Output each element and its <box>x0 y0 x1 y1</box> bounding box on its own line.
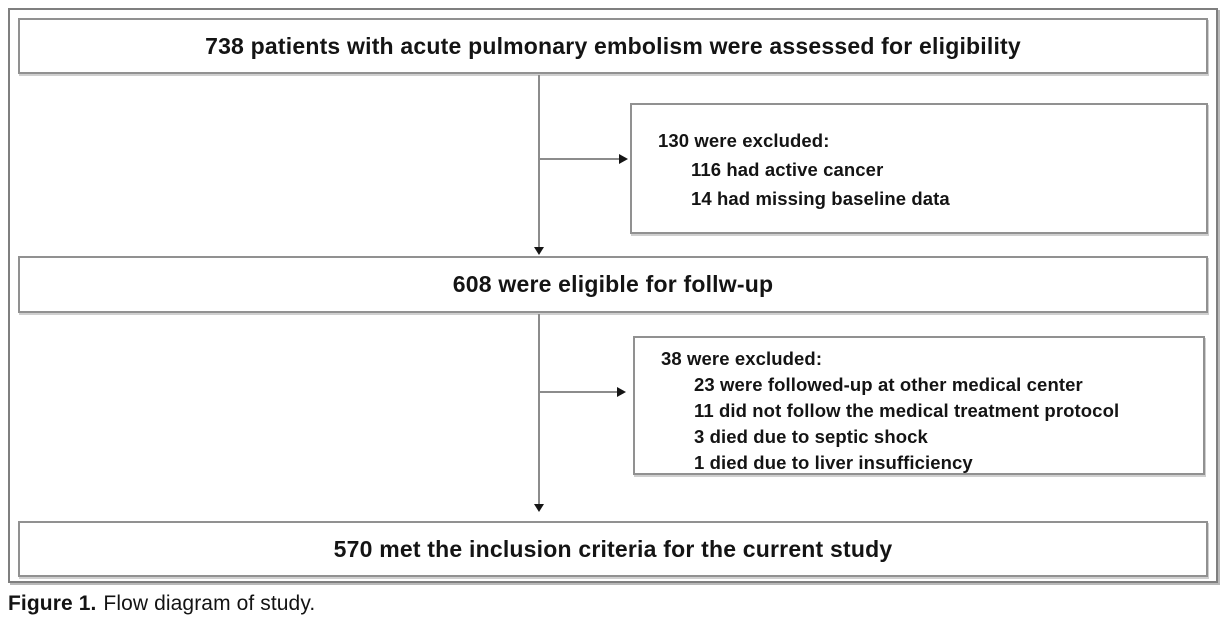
exclusion-title: 38 were excluded: <box>661 348 823 369</box>
exclusion-item: 11 did not follow the medical treatment … <box>694 400 1120 421</box>
connector-down-2 <box>538 314 540 505</box>
connector-down-1 <box>538 75 540 248</box>
node-eligible: 608 were eligible for follw-up <box>18 256 1208 313</box>
node-excluded-2: 38 were excluded: 23 were followed-up at… <box>633 336 1205 475</box>
exclusion-item: 116 had active cancer <box>691 159 884 180</box>
node-excluded-1: 130 were excluded: 116 had active cancer… <box>630 103 1208 234</box>
figure-caption-label: Figure 1. <box>8 592 97 615</box>
arrowhead-right-icon <box>617 387 626 397</box>
branch-line-2 <box>539 391 618 393</box>
exclusion-item: 14 had missing baseline data <box>691 188 950 209</box>
node-included: 570 met the inclusion criteria for the c… <box>18 521 1208 577</box>
figure-caption: Figure 1. Flow diagram of study. <box>8 592 315 616</box>
node-eligible-label: 608 were eligible for follw-up <box>452 271 774 297</box>
arrowhead-down-icon <box>534 504 544 512</box>
node-included-label: 570 met the inclusion criteria for the c… <box>333 535 893 562</box>
exclusion-item: 3 died due to septic shock <box>694 426 928 447</box>
figure-caption-text: Flow diagram of study. <box>103 592 316 615</box>
node-assessed: 738 patients with acute pulmonary emboli… <box>18 18 1208 74</box>
exclusion-item: 1 died due to liver insufficiency <box>694 452 973 473</box>
node-assessed-label: 738 patients with acute pulmonary emboli… <box>205 32 1021 59</box>
branch-line-1 <box>539 158 620 160</box>
exclusion-title: 130 were excluded: <box>658 130 830 151</box>
arrowhead-down-icon <box>534 247 544 255</box>
exclusion-item: 23 were followed-up at other medical cen… <box>694 374 1083 395</box>
arrowhead-right-icon <box>619 154 628 164</box>
